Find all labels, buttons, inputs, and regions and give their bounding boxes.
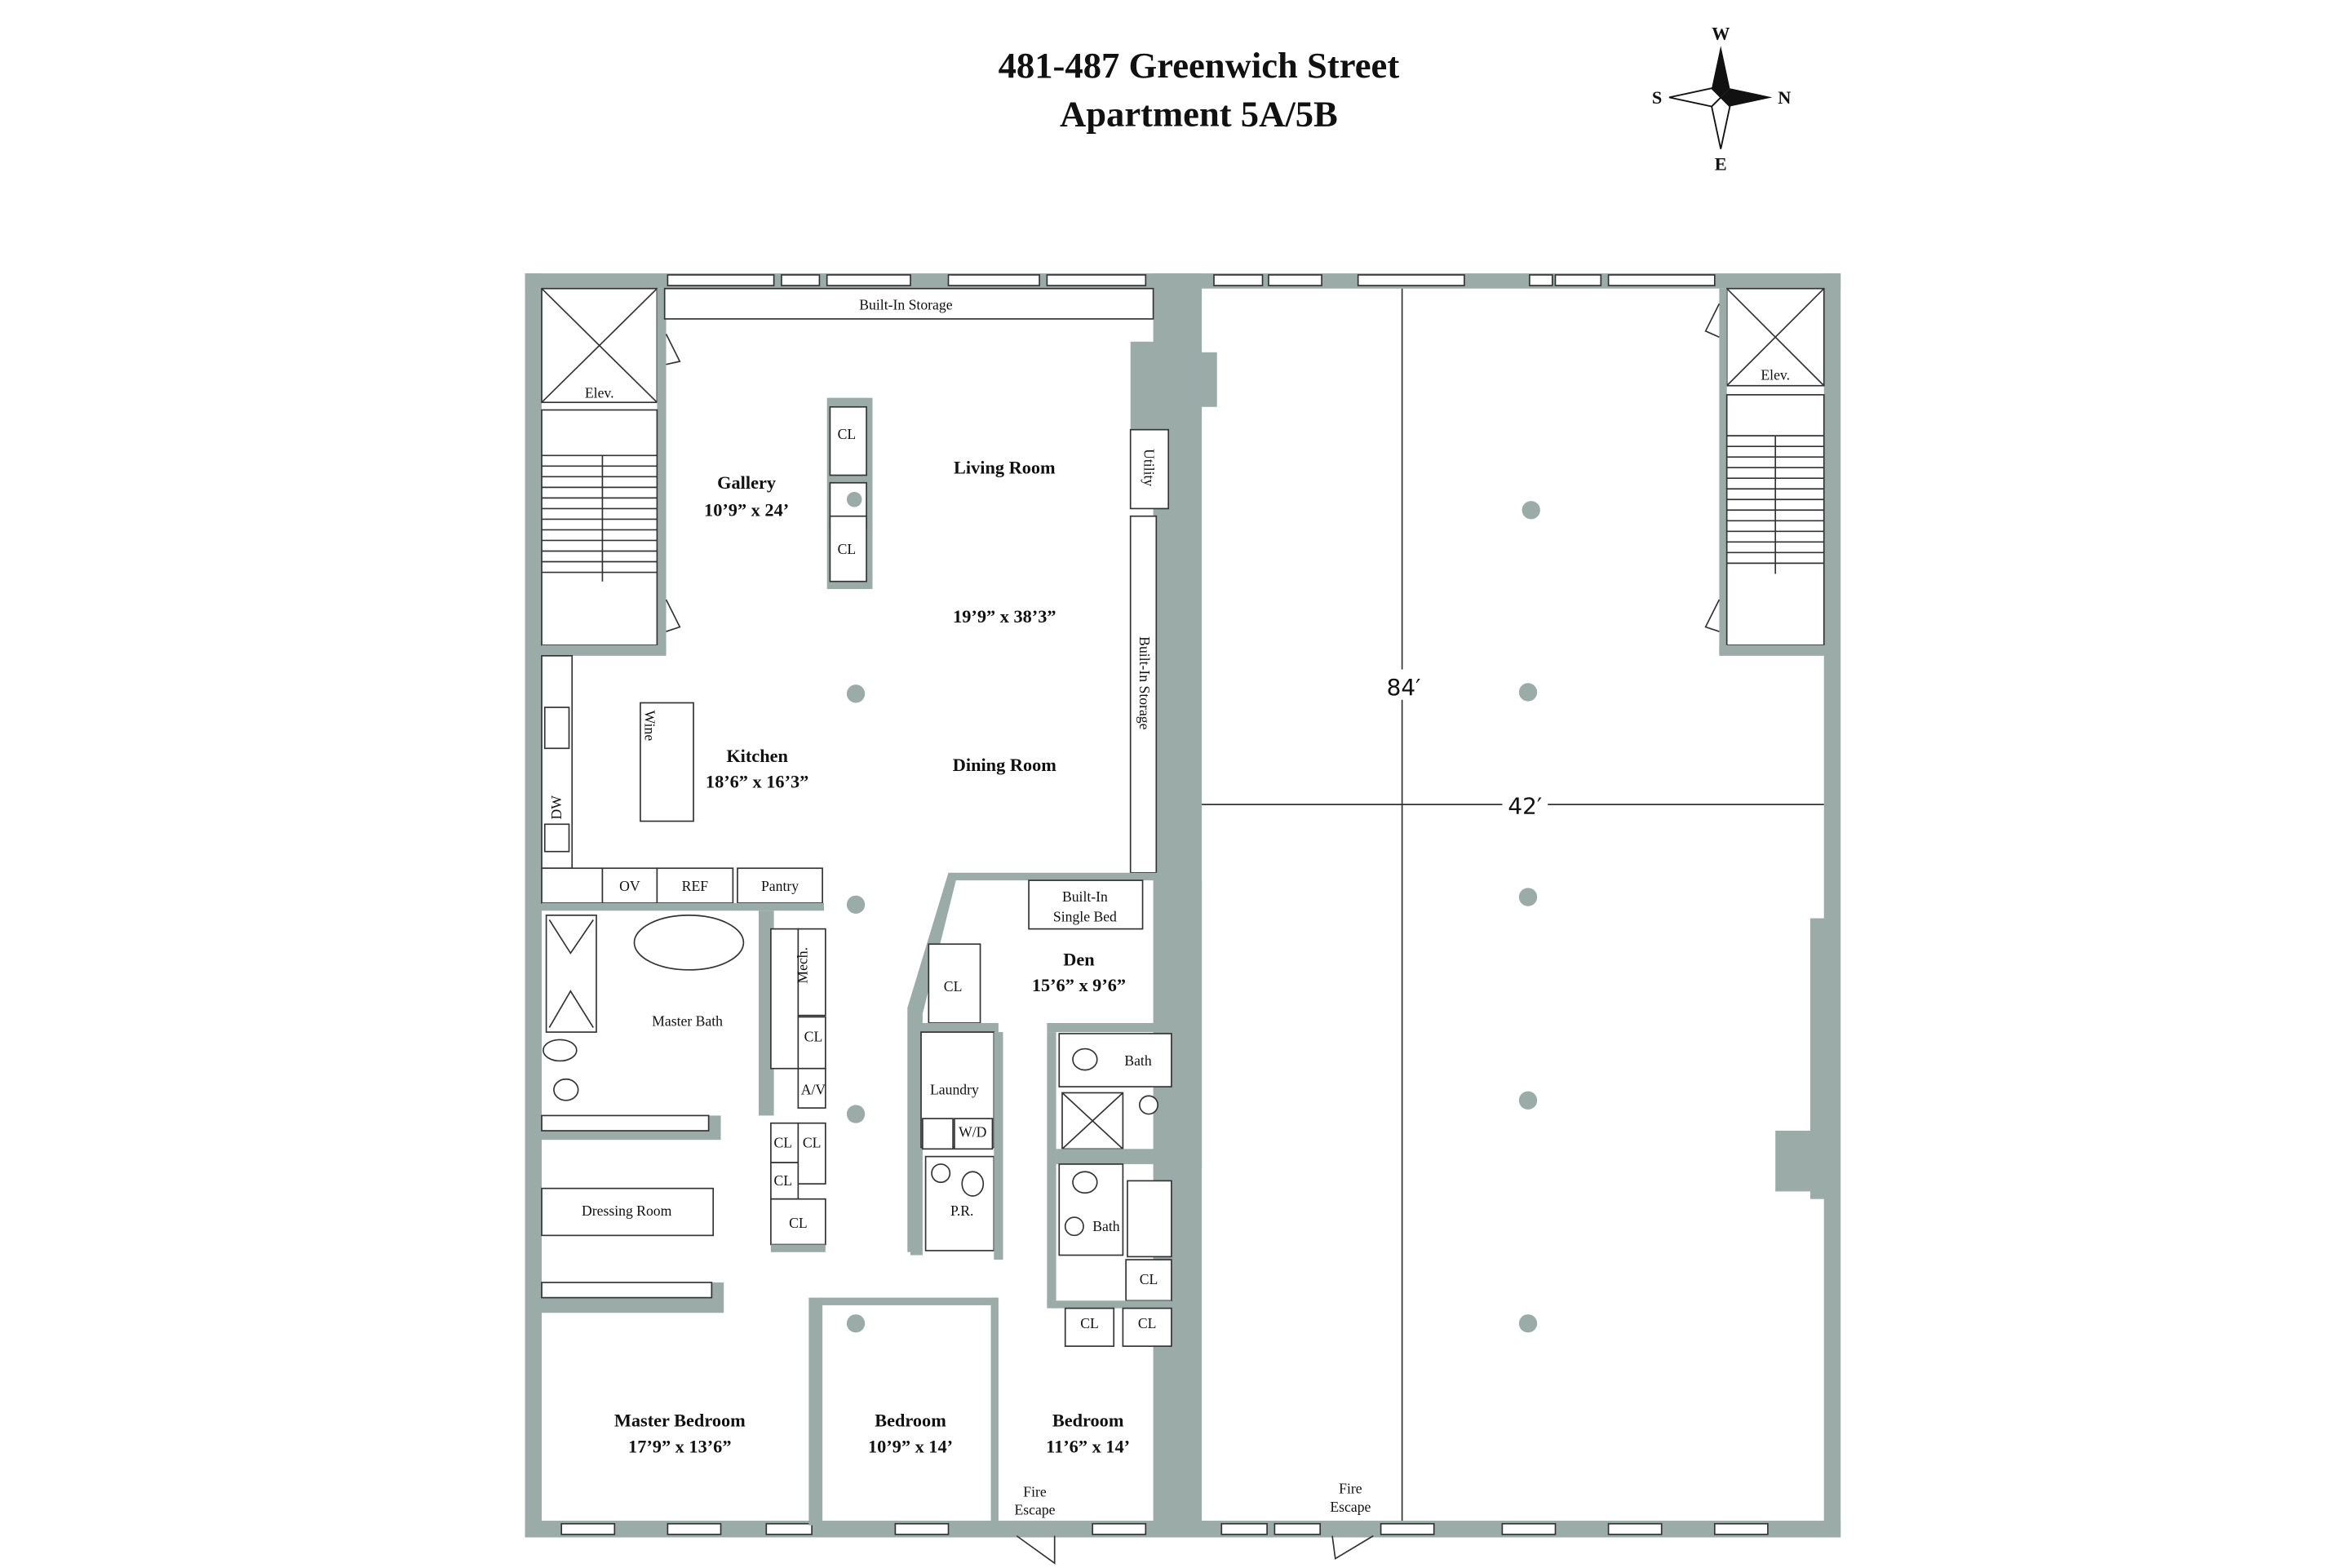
bedroom-2-name: Bedroom: [1052, 1411, 1124, 1431]
vanity: [770, 928, 800, 1070]
length-dimension: 84′: [1387, 674, 1421, 701]
den-size: 15’6” x 9’6”: [1032, 975, 1126, 995]
living-room-size: 19’9” x 38’3”: [953, 606, 1056, 627]
gallery-closet-2-label: CL: [838, 541, 857, 557]
utility-closet: [1129, 428, 1170, 510]
mech-label: Mech.: [795, 947, 811, 984]
compass-w: W: [1712, 24, 1730, 44]
master-bedroom-name: Master Bedroom: [614, 1411, 746, 1431]
exterior-walls: [525, 273, 1841, 1538]
column: [846, 684, 866, 703]
fire-escape-door-right: [1331, 1535, 1374, 1560]
wd-label: W/D: [959, 1123, 987, 1140]
closet-d-label: CL: [789, 1215, 808, 1231]
ref-label: REF: [682, 878, 709, 894]
closet-c-label: CL: [803, 1134, 822, 1150]
kitchen-size: 18’6” x 16’3”: [706, 772, 808, 792]
fire-escape-right-2: Escape: [1330, 1499, 1371, 1515]
bath-closet-label-2: CL: [1140, 1271, 1158, 1287]
kitchen-island: [640, 702, 694, 822]
pantry-label: Pantry: [761, 878, 799, 894]
title-apartment: Apartment 5A/5B: [1060, 94, 1338, 135]
compass-e: E: [1715, 154, 1727, 175]
width-dimension: 42′: [1508, 792, 1542, 819]
bedroom-1-size: 10’9” x 14’: [868, 1436, 953, 1456]
bath-2-tub: [1127, 1180, 1172, 1258]
column: [1518, 1314, 1538, 1333]
master-bedroom-size: 17’9” x 13’6”: [628, 1436, 731, 1456]
av-label: A/V: [801, 1081, 826, 1097]
bath-2-label: Bath: [1092, 1218, 1120, 1234]
right-unit: Elev. 84′ 42′ Fire Escape: [1202, 287, 1826, 1560]
oven: [601, 867, 658, 904]
windows: [560, 274, 1769, 1535]
laundry-sink: [922, 1118, 954, 1150]
column: [846, 1105, 866, 1123]
toilet-2: [553, 1078, 579, 1101]
built-in-bed: [1028, 879, 1144, 930]
living-room-name: Living Room: [954, 458, 1056, 478]
column: [1518, 888, 1538, 906]
compass-s: S: [1652, 87, 1662, 108]
left-unit: Elev. Built-In Storage CL CL Gallery 10’…: [541, 287, 1172, 1565]
bathtub: [633, 915, 745, 971]
column: [1518, 1091, 1538, 1110]
built-in-storage-top-label: Built-In Storage: [859, 297, 952, 313]
den-name: Den: [1063, 949, 1095, 969]
bedroom-closet-2-label: CL: [1138, 1315, 1157, 1331]
stairs-right: [1725, 394, 1825, 646]
dw-label: DW: [548, 795, 565, 820]
fire-escape-left-2: Escape: [1015, 1502, 1056, 1518]
dressing-room: [541, 1187, 715, 1237]
built-in-storage-side-label: Built-In Storage: [1136, 636, 1153, 729]
cooktop-icon: [543, 706, 570, 750]
closet-a-label: CL: [773, 1134, 792, 1150]
laundry-label: Laundry: [930, 1081, 979, 1097]
utility-label: Utility: [1141, 449, 1157, 486]
washer-dryer: [954, 1118, 994, 1150]
gallery-size: 10’9” x 24’: [704, 500, 789, 520]
shower: [545, 915, 597, 1033]
ov-label: OV: [619, 878, 640, 894]
dressing-room-label: Dressing Room: [582, 1203, 672, 1219]
bedroom-1-name: Bedroom: [875, 1411, 946, 1431]
elevator-label-right: Elev.: [1761, 366, 1790, 383]
fire-escape-right-1: Fire: [1339, 1481, 1362, 1497]
compass-rose-icon: W S N E: [1652, 24, 1792, 175]
column: [1521, 501, 1540, 520]
stairs-left: [541, 409, 658, 646]
fire-escape-door-left: [1016, 1535, 1056, 1565]
den-closet-label: CL: [944, 978, 963, 994]
built-in-storage-side: [1129, 515, 1158, 874]
fire-escape-left-1: Fire: [1023, 1483, 1047, 1499]
wine-label: Wine: [642, 711, 658, 742]
elevator-label-left: Elev.: [585, 385, 614, 401]
title-address: 481-487 Greenwich Street: [999, 45, 1400, 86]
built-in-storage-top: [663, 287, 1154, 320]
gallery-closet-1-label: CL: [838, 426, 857, 442]
column: [1518, 683, 1538, 702]
bath-1-label: Bath: [1124, 1052, 1152, 1069]
bedroom-2-size: 11’6” x 14’: [1046, 1436, 1130, 1456]
pr-label: P.R.: [950, 1203, 973, 1219]
compass-n: N: [1778, 87, 1791, 108]
gallery-name: Gallery: [717, 472, 776, 493]
closet-b-label: CL: [773, 1172, 792, 1189]
column: [846, 1314, 866, 1333]
column: [846, 895, 866, 915]
bath-closet-label: CL: [804, 1028, 823, 1044]
dining-room-name: Dining Room: [953, 755, 1056, 775]
built-in-bed-line2: Single Bed: [1053, 908, 1117, 924]
toilet: [543, 1039, 578, 1062]
kitchen-name: Kitchen: [726, 746, 788, 766]
kitchen-sink-icon: [543, 823, 570, 853]
built-in-bed-line1: Built-In: [1062, 888, 1108, 905]
bedroom-closet-1-label: CL: [1080, 1315, 1099, 1331]
master-bath-label: Master Bath: [652, 1013, 723, 1030]
pantry: [737, 867, 823, 904]
